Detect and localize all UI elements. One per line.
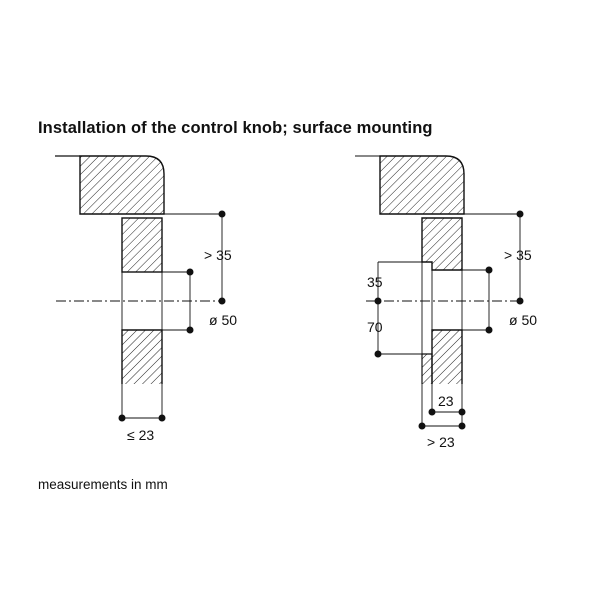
- left-dim-dot: [218, 297, 226, 305]
- left-panel-upper: [121, 217, 163, 273]
- right-hole-diameter-label: ø 50: [509, 312, 537, 328]
- right-diagram: > 35 ø 50 35 70 23 > 23: [355, 155, 537, 450]
- right-offset-lower-label: 70: [367, 319, 383, 335]
- right-countertop: [379, 155, 465, 215]
- left-dim-dot: [186, 326, 194, 334]
- left-dim-dot: [186, 268, 194, 276]
- left-dim-dot: [118, 414, 126, 422]
- right-dim-dot: [374, 297, 382, 305]
- left-top-gap-label: > 35: [204, 247, 232, 263]
- right-outer-thickness-label: > 23: [427, 434, 455, 450]
- left-thickness-label: ≤ 23: [127, 427, 154, 443]
- right-dim-dot: [374, 350, 382, 358]
- left-panel-lower: [121, 329, 163, 384]
- right-inner-thickness-label: 23: [438, 393, 454, 409]
- right-dim-dot: [485, 326, 493, 334]
- right-dim-dot: [418, 422, 426, 430]
- right-dim-dot: [428, 408, 436, 416]
- left-countertop: [79, 155, 165, 215]
- measurement-unit-note: measurements in mm: [38, 477, 168, 492]
- page-title: Installation of the control knob; surfac…: [38, 119, 433, 137]
- right-dim-dot: [516, 297, 524, 305]
- right-panel-lower-step: [421, 353, 433, 384]
- right-panel-upper: [421, 217, 463, 271]
- left-dim-dot: [158, 414, 166, 422]
- right-top-gap-label: > 35: [504, 247, 532, 263]
- left-hole-diameter-label: ø 50: [209, 312, 237, 328]
- left-diagram: > 35 ø 50 ≤ 23: [55, 155, 237, 443]
- left-dim-dot: [218, 210, 226, 218]
- right-dim-dot: [485, 266, 493, 274]
- right-offset-upper-label: 35: [367, 274, 383, 290]
- right-dim-dot: [458, 422, 466, 430]
- right-panel-lower: [431, 329, 463, 384]
- right-dim-dot: [516, 210, 524, 218]
